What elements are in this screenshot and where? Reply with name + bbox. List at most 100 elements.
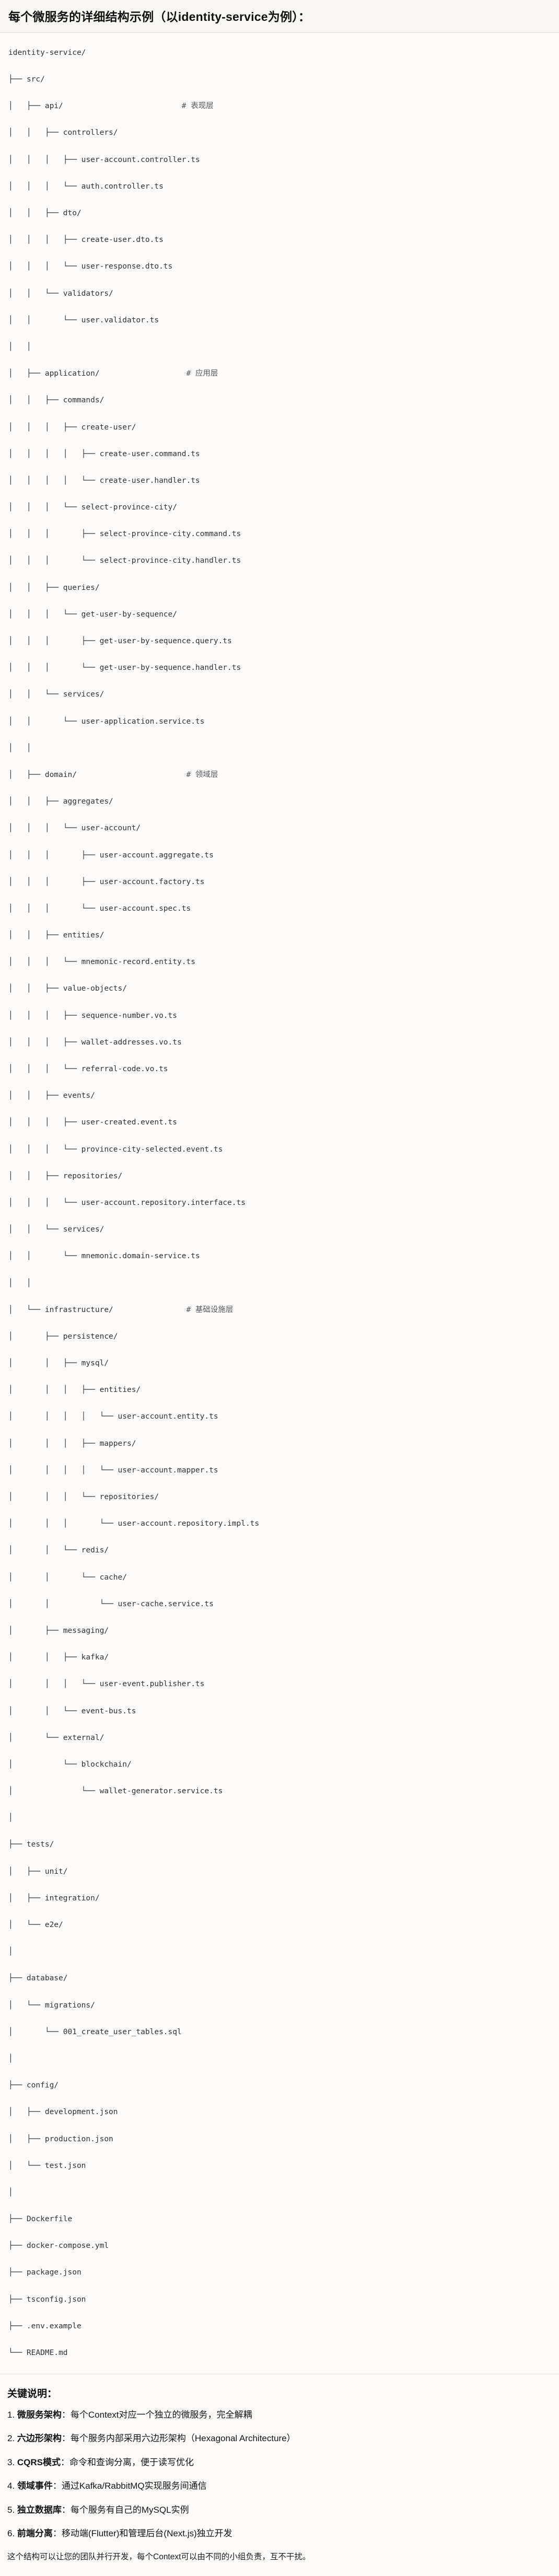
tree-line: │ │ ├── events/ [8, 1092, 95, 1100]
tree-line: │ │ ├── commands/ [8, 396, 104, 405]
tree-line: │ ├── unit/ [8, 1867, 68, 1876]
key-note-item: 1. 微服务架构：每个Context对应一个独立的微服务，完全解耦 [7, 2408, 552, 2422]
tree-line: │ │ ├── kafka/ [8, 1653, 109, 1662]
tree-line: │ │ │ │ └── user-account.mapper.ts [8, 1466, 218, 1475]
tree-line: │ │ [8, 744, 31, 752]
key-note-item: 3. CQRS模式：命令和查询分离，便于读写优化 [7, 2456, 552, 2469]
title-section: 每个微服务的详细结构示例（以identity-service为例）： [0, 0, 559, 33]
key-note-item: 2. 六边形架构：每个服务内部采用六边形架构（Hexagonal Archite… [7, 2432, 552, 2445]
tree-line: │ │ │ ├── wallet-addresses.vo.ts [8, 1038, 182, 1047]
tree-line: ├── tsconfig.json [8, 2295, 86, 2304]
tree-line: │ │ │ ├── create-user.dto.ts [8, 236, 164, 245]
key-note-number: 2. [7, 2433, 17, 2444]
key-note-number: 1. [7, 2409, 17, 2420]
tree-line: │ └── infrastructure/ # 基础设施层 [8, 1305, 234, 1314]
tree-line: ├── src/ [8, 75, 45, 84]
tree-line: │ │ └── mnemonic.domain-service.ts [8, 1252, 200, 1261]
tree-line: │ │ ├── controllers/ [8, 129, 118, 137]
tree-line: │ │ │ └── repositories/ [8, 1493, 159, 1502]
key-note-label: 独立数据库 [17, 2504, 62, 2515]
key-note-label: 前端分离 [17, 2528, 53, 2539]
tree-line: │ │ ├── entities/ [8, 931, 104, 940]
tree-line: │ ├── api/ # 表现层 [8, 102, 214, 111]
tree-line: │ │ ├── aggregates/ [8, 797, 113, 806]
tree-line: ├── tests/ [8, 1840, 54, 1849]
tree-line: │ [8, 1814, 13, 1823]
tree-line: │ └── 001_create_user_tables.sql [8, 2027, 182, 2036]
tree-line-comment: # 表现层 [181, 102, 214, 111]
tree-line-comment: # 基础设施层 [186, 1305, 234, 1314]
key-note-label: CQRS模式 [17, 2457, 61, 2467]
key-note-label: 微服务架构 [17, 2409, 62, 2420]
tree-line: │ │ │ └── province-city-selected.event.t… [8, 1145, 223, 1154]
tree-line: │ │ │ └── get-user-by-sequence/ [8, 610, 178, 619]
tree-line: │ │ │ ├── sequence-number.vo.ts [8, 1011, 178, 1020]
tree-line: ├── .env.example [8, 2322, 81, 2330]
tree-line: │ │ ├── queries/ [8, 583, 100, 592]
tree-line: │ [8, 2054, 13, 2063]
key-note-separator: ： [61, 2433, 71, 2444]
tree-line: │ ├── domain/ # 领域层 [8, 770, 218, 779]
key-note-separator: ： [61, 2409, 71, 2420]
tree-line: │ │ │ └── user-account.spec.ts [8, 904, 191, 913]
tree-line: ├── docker-compose.yml [8, 2242, 109, 2250]
tree-line: │ │ └── services/ [8, 690, 104, 699]
tree-line: │ │ └── event-bus.ts [8, 1707, 136, 1715]
key-note-item: 5. 独立数据库：每个服务有自己的MySQL实例 [7, 2503, 552, 2517]
tree-line: │ │ └── cache/ [8, 1573, 127, 1582]
tree-line: │ │ │ └── user-account.repository.interf… [8, 1198, 246, 1207]
tree-line: │ │ │ └── user-event.publisher.ts [8, 1680, 205, 1689]
key-note-text: 每个服务内部采用六边形架构（Hexagonal Architecture） [70, 2433, 296, 2444]
key-note-separator: ： [61, 2504, 71, 2515]
tree-line: │ │ │ │ └── user-account.entity.ts [8, 1412, 218, 1421]
tree-line: ├── package.json [8, 2268, 81, 2277]
tree-line: │ └── blockchain/ [8, 1760, 132, 1769]
tree-line: │ │ │ └── mnemonic-record.entity.ts [8, 958, 195, 967]
page-title: 每个微服务的详细结构示例（以identity-service为例）： [8, 10, 311, 24]
tree-line: │ │ │ └── user-response.dto.ts [8, 262, 173, 271]
tree-line: │ │ │ │ └── create-user.handler.ts [8, 476, 200, 485]
tree-line: │ │ │ ├── entities/ [8, 1386, 141, 1395]
tree-line: ├── database/ [8, 1974, 68, 1983]
tree-line: │ └── external/ [8, 1733, 104, 1742]
tree-line: │ [8, 1947, 13, 1956]
tree-line: │ ├── integration/ [8, 1894, 100, 1902]
key-note-item: 6. 前端分离：移动端(Flutter)和管理后台(Next.js)独立开发 [7, 2527, 552, 2540]
key-note-separator: ： [52, 2528, 62, 2539]
tree-line: │ │ ├── dto/ [8, 209, 81, 218]
tree-line: │ │ │ ├── user-account.aggregate.ts [8, 851, 214, 860]
tree-line: │ [8, 2188, 13, 2197]
tree-line: │ │ [8, 342, 31, 351]
tree-line: │ └── e2e/ [8, 1921, 63, 1930]
closing-paragraph: 这个结构可以让您的团队并行开发，每个Context可以由不同的小组负责，互不干扰… [7, 2552, 311, 2561]
tree-line: │ ├── persistence/ [8, 1332, 118, 1341]
directory-tree-block: identity-service/ ├── src/ │ ├── api/ # … [0, 32, 559, 2374]
tree-line: │ ├── messaging/ [8, 1626, 109, 1635]
tree-line: │ │ └── user.validator.ts [8, 316, 159, 324]
tree-line: │ │ │ ├── select-province-city.command.t… [8, 530, 241, 539]
tree-line: │ │ ├── repositories/ [8, 1171, 123, 1180]
tree-line: │ │ │ └── referral-code.vo.ts [8, 1065, 168, 1074]
key-note-item: 4. 领域事件：通过Kafka/RabbitMQ实现服务间通信 [7, 2479, 552, 2493]
tree-line: │ │ │ └── select-province-city/ [8, 503, 178, 512]
tree-line: │ │ ├── value-objects/ [8, 984, 127, 993]
tree-line: │ ├── production.json [8, 2134, 113, 2143]
key-note-text: 每个Context对应一个独立的微服务，完全解耦 [70, 2409, 252, 2420]
tree-line: │ │ │ │ ├── create-user.command.ts [8, 449, 200, 458]
key-note-text: 每个服务有自己的MySQL实例 [70, 2504, 189, 2515]
key-note-number: 5. [7, 2504, 17, 2515]
key-note-separator: ： [52, 2481, 62, 2491]
key-note-number: 4. [7, 2481, 17, 2491]
key-notes-heading: 关键说明： [7, 2388, 57, 2399]
tree-line: │ │ │ ├── get-user-by-sequence.query.ts [8, 637, 232, 646]
key-note-number: 3. [7, 2457, 17, 2467]
tree-line-comment: # 应用层 [186, 369, 218, 378]
key-note-text: 移动端(Flutter)和管理后台(Next.js)独立开发 [61, 2528, 232, 2539]
tree-line-comment: # 领域层 [186, 770, 218, 779]
tree-line: │ │ │ ├── user-created.event.ts [8, 1118, 178, 1127]
tree-line: │ └── test.json [8, 2161, 86, 2170]
tree-line: │ │ [8, 1279, 31, 1287]
